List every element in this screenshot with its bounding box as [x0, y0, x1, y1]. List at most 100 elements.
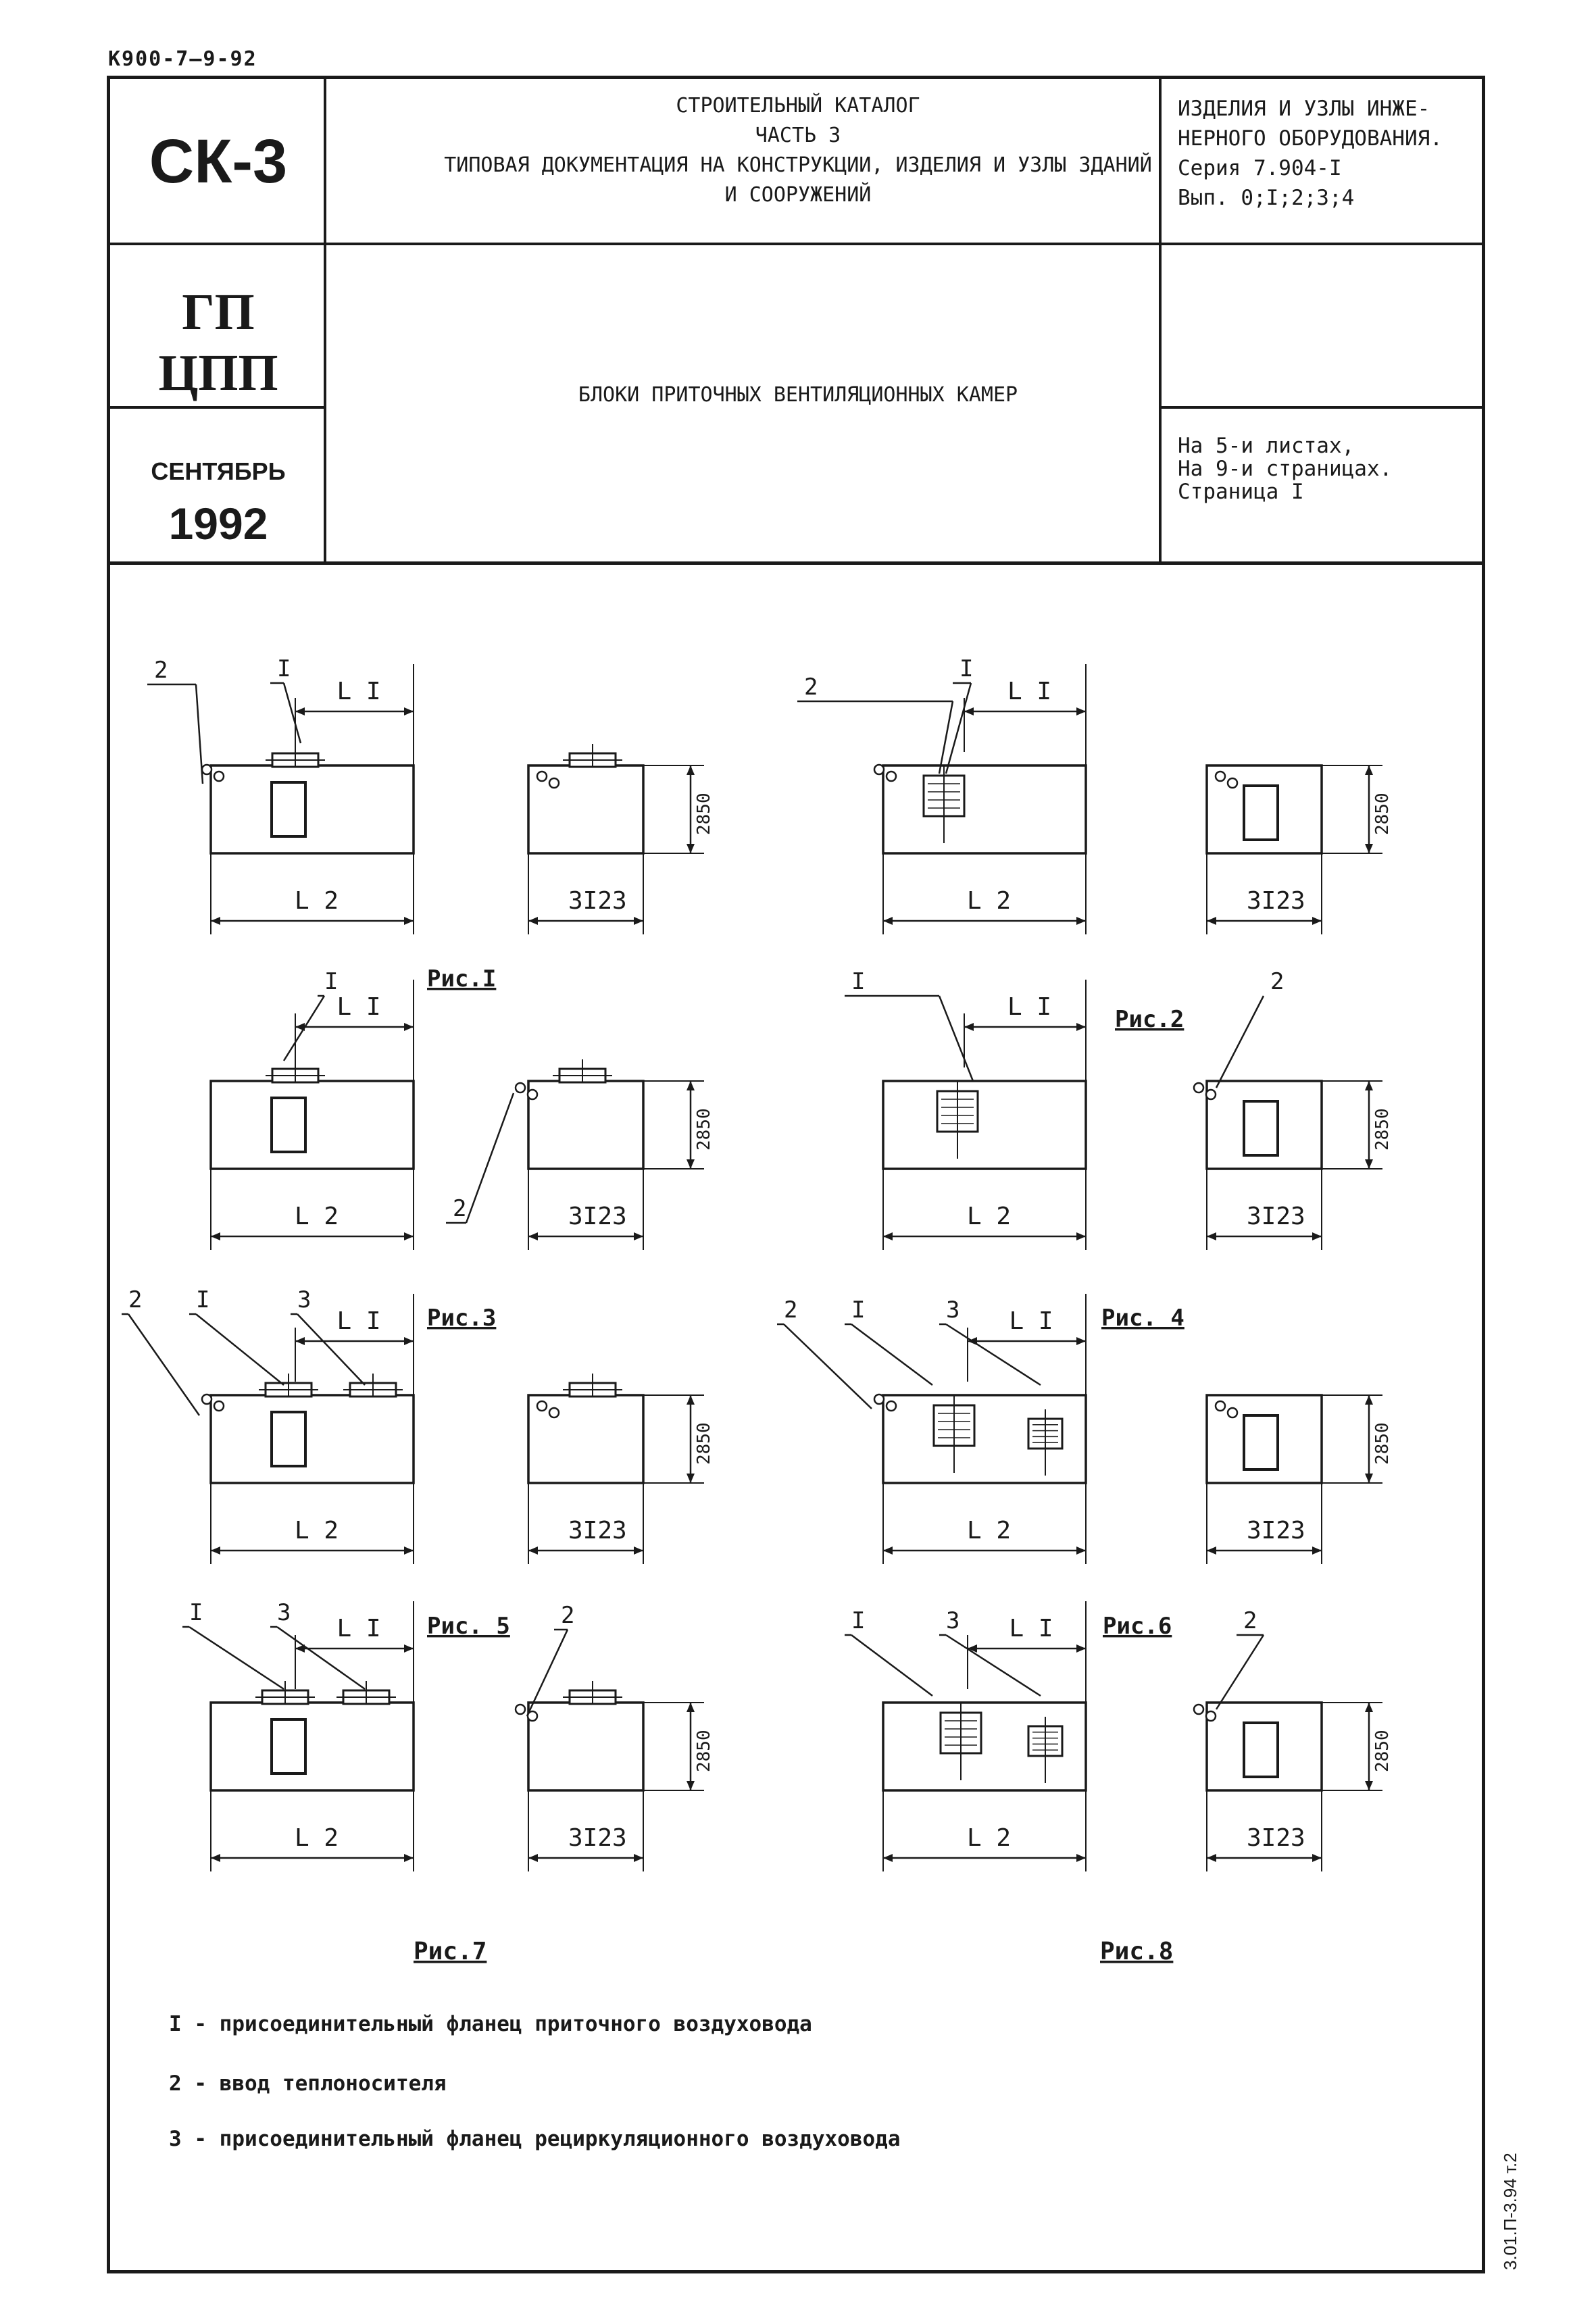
dim-l1-label: L I — [1009, 1307, 1053, 1335]
heat-input — [1205, 1088, 1217, 1101]
dimension-arrow — [634, 1854, 643, 1862]
document-code: К900-7—9-92 — [108, 47, 257, 71]
callout-label: I — [189, 1599, 203, 1626]
callout-label: I — [851, 1297, 865, 1324]
callout-leader — [945, 682, 972, 774]
heat-input — [1226, 777, 1239, 789]
legend-item: I - присоединительный фланец приточного … — [169, 2012, 812, 2036]
dim-width-label: 3I23 — [568, 1517, 627, 1544]
callout-leader — [1215, 1634, 1265, 1710]
heat-input — [213, 770, 225, 782]
dimension-arrow — [211, 917, 220, 925]
dim-height-label: 2850 — [1372, 1730, 1393, 1772]
org-line: ГП — [182, 284, 255, 341]
dimension-arrow — [883, 917, 893, 925]
dimension-arrow — [1076, 707, 1086, 715]
dim-width-label: 3I23 — [1247, 1203, 1305, 1230]
dimension-arrow — [295, 1337, 305, 1345]
dimension-arrow — [1076, 1232, 1086, 1240]
sheet-line: На 5-и листах, — [1178, 434, 1355, 458]
dim-l2-label: L 2 — [295, 1203, 339, 1230]
dim-height-label: 2850 — [694, 793, 714, 835]
heat-input — [213, 1400, 225, 1412]
organization: ГП ЦПП — [110, 282, 326, 403]
series-line: ИЗДЕЛИЯ И УЗЛЫ ИНЖЕ- — [1178, 97, 1430, 121]
door-opening — [1243, 1721, 1279, 1778]
dimension-arrow — [1365, 1474, 1373, 1483]
dimension-arrow — [1076, 1337, 1086, 1345]
issue-month: СЕНТЯБРЬ — [151, 457, 286, 485]
heat-input — [1205, 1710, 1217, 1722]
side-view — [1205, 1701, 1323, 1792]
side-code: 3.01.П-3.94 т.2 — [1500, 2153, 1520, 2270]
dimension-arrow — [1207, 1232, 1216, 1240]
callout-leader — [276, 1626, 366, 1690]
catalog-line: СТРОИТЕЛЬНЫЙ КАТАЛОГ — [676, 94, 920, 118]
figure-label: Рис.8 — [1100, 1938, 1173, 1965]
heat-input — [1193, 1082, 1205, 1094]
callout-label: 3 — [297, 1286, 311, 1313]
heat-input — [536, 1400, 548, 1412]
dimension-arrow — [687, 1474, 695, 1483]
callout-leader — [189, 1626, 284, 1690]
callout-leader — [851, 1634, 933, 1696]
heat-input — [548, 777, 560, 789]
dimension-arrow — [634, 1232, 643, 1240]
dim-height-label: 2850 — [1372, 1422, 1393, 1465]
dim-l1-label: L I — [337, 993, 381, 1021]
title-block-divider — [324, 79, 326, 563]
callout-leader — [938, 995, 974, 1082]
heat-input — [514, 1082, 526, 1094]
dimension-arrow — [404, 1337, 414, 1345]
dim-l1-label: L I — [1007, 993, 1051, 1021]
dim-width-label: 3I23 — [568, 1203, 627, 1230]
front-view — [209, 1394, 415, 1484]
dimension-arrow — [295, 1023, 305, 1031]
heat-input — [1193, 1703, 1205, 1715]
dimension-arrow — [1365, 1781, 1373, 1790]
dim-height-label: 2850 — [1372, 1108, 1393, 1151]
dim-l1-label: L I — [337, 1615, 381, 1642]
side-view — [527, 1080, 645, 1170]
callout-leader — [526, 1629, 569, 1717]
heat-input — [1226, 1407, 1239, 1419]
callout-label: I — [196, 1286, 209, 1313]
dim-l2-label: L 2 — [295, 1517, 339, 1544]
dim-l2-label: L 2 — [967, 1203, 1011, 1230]
dim-height-label: 2850 — [694, 1730, 714, 1772]
door-opening — [270, 1718, 307, 1775]
dimension-arrow — [883, 1546, 893, 1555]
dimension-arrow — [964, 1023, 974, 1031]
callout-label: 2 — [804, 674, 818, 701]
dimension-arrow — [1207, 1854, 1216, 1862]
dimension-arrow — [1312, 1546, 1322, 1555]
dimension-arrow — [1076, 1023, 1086, 1031]
side-view — [1205, 764, 1323, 855]
heat-input — [514, 1703, 526, 1715]
dimension-arrow — [687, 1159, 695, 1169]
dimension-arrow — [1076, 917, 1086, 925]
dimension-arrow — [295, 1644, 305, 1653]
dimension-arrow — [1365, 765, 1373, 775]
dimension-arrow — [528, 1854, 538, 1862]
dim-l2-label: L 2 — [295, 887, 339, 915]
dim-width-label: 3I23 — [1247, 1824, 1305, 1852]
dimension-arrow — [1365, 1081, 1373, 1090]
heat-input — [1214, 770, 1226, 782]
dim-height-label: 2850 — [694, 1422, 714, 1465]
dim-width-label: 3I23 — [568, 1824, 627, 1852]
heat-input — [885, 1400, 897, 1412]
dim-l1-label: L I — [337, 1307, 381, 1335]
front-view — [882, 764, 1087, 855]
dimension-arrow — [883, 1232, 893, 1240]
heat-input — [873, 1393, 885, 1405]
heat-input — [536, 770, 548, 782]
dimension-arrow — [404, 1023, 414, 1031]
callout-leader — [945, 1323, 1041, 1386]
dimension-arrow — [1076, 1546, 1086, 1555]
dimension-arrow — [1312, 917, 1322, 925]
dim-width-label: 3I23 — [1247, 887, 1305, 915]
series-info: ИЗДЕЛИЯ И УЗЛЫ ИНЖЕ- НЕРНОГО ОБОРУДОВАНИ… — [1178, 94, 1495, 213]
door-opening — [270, 1411, 307, 1467]
